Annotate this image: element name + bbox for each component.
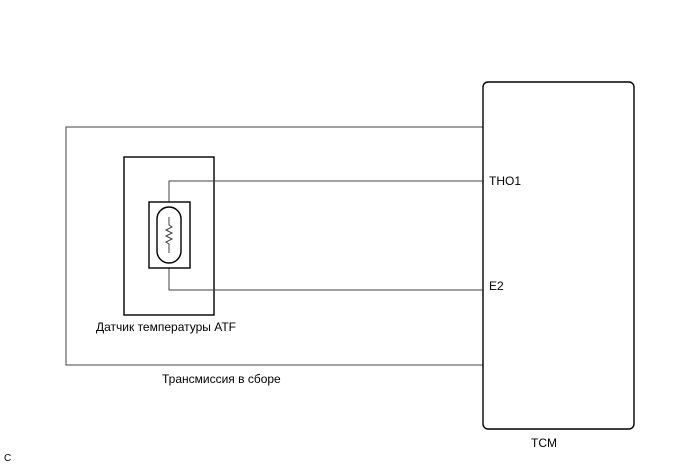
wire-e2	[168, 264, 484, 291]
pin-label-e2: E2	[489, 279, 504, 293]
corner-code: C	[4, 453, 11, 464]
tcm-box	[482, 81, 635, 430]
tcm-label: TCM	[531, 436, 557, 450]
wire-tho1	[168, 180, 484, 204]
sensor-label: Датчик температуры ATF	[96, 320, 236, 334]
thermistor-resistor-icon	[164, 217, 174, 253]
transmission-label: Трансмиссия в сборе	[162, 372, 281, 386]
pin-label-tho1: THO1	[489, 174, 521, 188]
